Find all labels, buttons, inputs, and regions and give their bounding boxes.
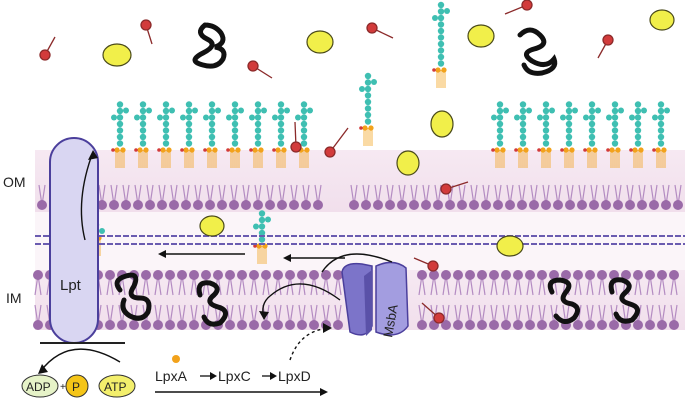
atp-cycle-arrow xyxy=(39,348,121,373)
coil-im-2 xyxy=(196,280,228,327)
protein-coils xyxy=(114,22,640,327)
om-label: OM xyxy=(3,174,26,190)
antibiotic-pills xyxy=(102,9,675,257)
coil-im-1 xyxy=(114,272,152,321)
msba-curve-arrow xyxy=(262,283,341,319)
im-entry-dotted-arrow xyxy=(289,327,331,361)
lps-molecules xyxy=(87,1,670,264)
atp-cycle: ADP + P ATP xyxy=(21,374,136,398)
coil-im-4 xyxy=(608,277,640,324)
lpt-label: Lpt xyxy=(60,277,82,294)
coil-im-3 xyxy=(547,277,580,324)
msba-flip-arrow xyxy=(321,253,393,273)
lpxd-label: LpxD xyxy=(278,368,311,384)
coil-top-2 xyxy=(517,27,558,76)
plus-sign: + xyxy=(60,382,66,393)
peptidoglycan-layer xyxy=(35,235,685,245)
msba-transporter: MsbA xyxy=(341,261,409,339)
p-label: P xyxy=(72,380,80,394)
periplasm-band xyxy=(35,212,685,270)
adp-badge xyxy=(21,374,59,398)
lpt-up-arrow xyxy=(80,151,94,241)
p-badge xyxy=(65,374,89,398)
outer-membrane-band xyxy=(35,150,685,212)
adp-label: ADP xyxy=(26,380,51,394)
im-label: IM xyxy=(6,290,22,306)
arrowheads xyxy=(38,150,332,396)
lpx-pathway: LpxA LpxC LpxD xyxy=(155,355,311,384)
atp-badge xyxy=(98,374,136,398)
msba-label: MsbA xyxy=(380,303,401,339)
pin-molecules xyxy=(39,0,614,324)
coil-top-1 xyxy=(192,22,227,69)
lpxc-label: LpxC xyxy=(218,368,251,384)
atp-label: ATP xyxy=(104,380,126,394)
lpt-transporter xyxy=(49,137,99,344)
lpxa-label: LpxA xyxy=(155,368,188,384)
